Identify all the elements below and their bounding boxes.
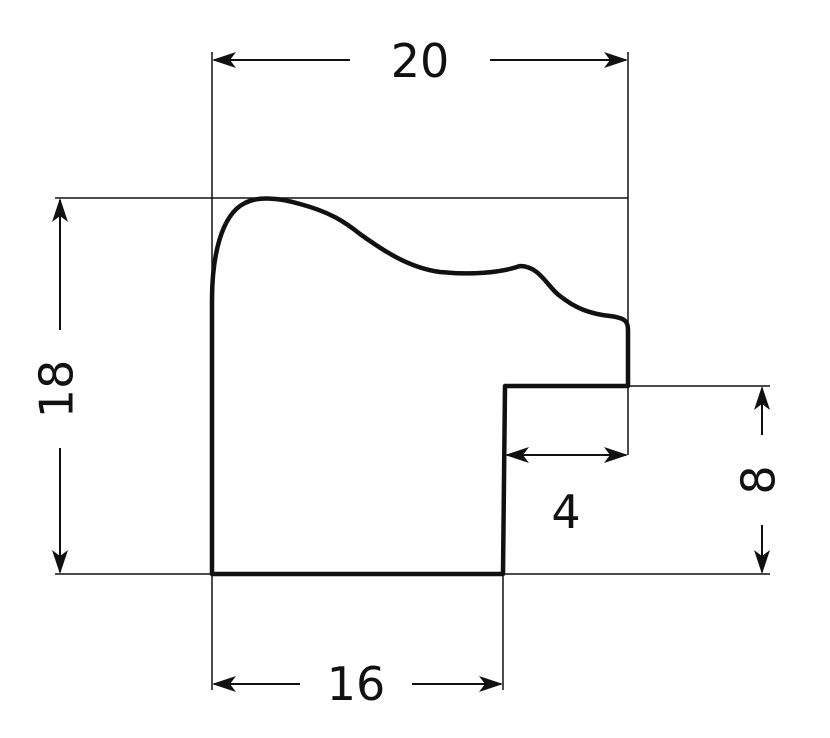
extension-lines <box>55 52 770 690</box>
dimension-label-rebate-width: 4 <box>551 485 580 539</box>
dimension-label-total-height: 18 <box>30 360 84 419</box>
dimension-label-total-width: 20 <box>391 34 450 88</box>
dimension-label-rebate-depth: 8 <box>732 465 786 494</box>
frame-profile-outline <box>209 196 631 577</box>
dimension-arrows <box>52 52 770 692</box>
dimension-label-base-width: 16 <box>327 657 386 711</box>
